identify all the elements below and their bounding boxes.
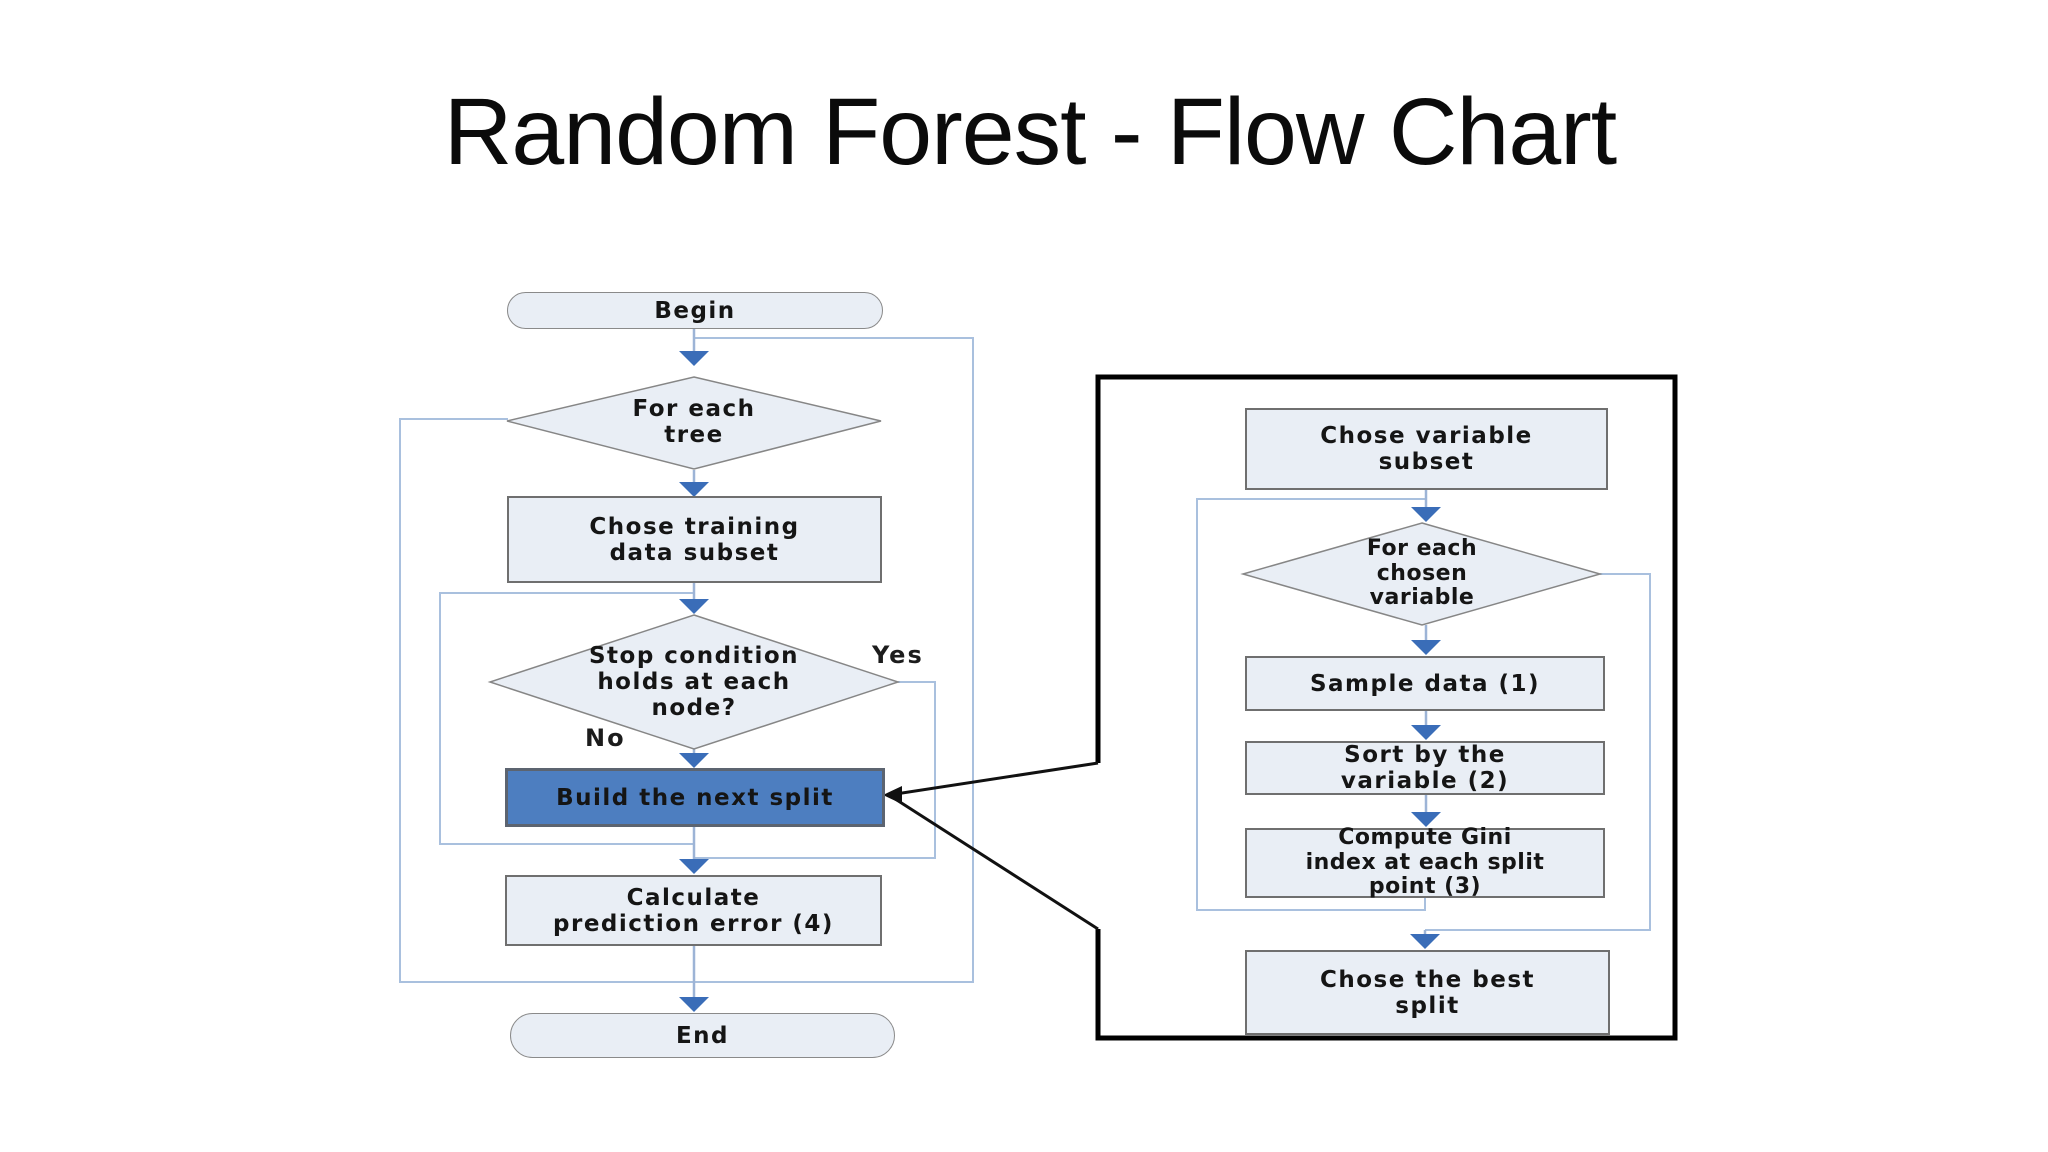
node-begin: Begin (507, 292, 883, 329)
label-line: holds at each (597, 669, 791, 695)
branch-label-no: No (585, 724, 626, 752)
edge-variable-loop (1196, 498, 1426, 911)
detail-panel-border (1095, 374, 1678, 1041)
label-line: For each (632, 396, 756, 423)
node-chose-best-split: Chose the best split (1245, 950, 1610, 1035)
edge-no-loop (439, 592, 694, 845)
label-line: index at each split (1305, 849, 1545, 875)
node-build-next-split: Build the next split (505, 768, 885, 827)
node-compute-gini-index: Compute Gini index at each split point (… (1245, 824, 1605, 900)
arrowheads (679, 351, 1441, 1012)
edge-yes-branch (694, 681, 936, 859)
node-for-each-tree-label: For each tree (534, 391, 854, 453)
callout-line-lower (888, 793, 1099, 931)
node-chose-training-subset: Chose training data subset (507, 496, 882, 583)
label-line: Chose the best (1319, 966, 1536, 993)
label-line: For each (1366, 535, 1478, 561)
callout-apex-arrow-icon (883, 786, 902, 804)
node-for-each-chosen-variable-label: For each chosen variable (1282, 533, 1562, 615)
node-calculate-prediction-error: Calculate prediction error (4) (505, 875, 882, 946)
node-stop-condition-label: Stop condition holds at each node? (524, 641, 864, 723)
label-line: Sample data (1) (1309, 670, 1541, 697)
label-line: tree (664, 422, 724, 448)
label-line: Calculate (626, 884, 761, 911)
label-line: node? (651, 694, 737, 721)
label-line: data subset (609, 539, 780, 566)
label-line: variable (2) (1340, 768, 1510, 794)
label-line: Stop condition (588, 643, 800, 670)
node-begin-label: Begin (654, 297, 736, 324)
label-line: variable (1369, 585, 1475, 611)
diamond-stop-condition (487, 614, 901, 750)
edge-chosen-done-branch (1425, 573, 1651, 931)
label-line: Chose variable (1320, 423, 1533, 450)
slide-title: Random Forest - Flow Chart (443, 79, 1617, 185)
label-line: subset (1378, 449, 1475, 475)
label-line: split (1395, 992, 1460, 1019)
label-line: point (3) (1368, 874, 1482, 900)
node-end: End (510, 1013, 895, 1058)
node-chose-variable-subset: Chose variable subset (1245, 408, 1608, 490)
label-line: Compute Gini (1338, 824, 1512, 850)
edge-tree-loop (399, 337, 974, 983)
label-line: Chose training (589, 513, 800, 540)
callout-line-upper (888, 761, 1099, 797)
label-line: prediction error (4) (553, 910, 834, 937)
node-sample-data: Sample data (1) (1245, 656, 1605, 711)
label-line: chosen (1376, 560, 1468, 586)
node-end-label: End (675, 1022, 730, 1049)
branch-label-yes: Yes (872, 641, 924, 669)
diamond-for-each-chosen-variable (1240, 522, 1603, 626)
label-line: Sort by the (1344, 742, 1506, 769)
diamond-for-each-tree (506, 376, 882, 470)
label-line: Build the next split (556, 784, 834, 811)
node-sort-by-variable: Sort by the variable (2) (1245, 741, 1605, 795)
